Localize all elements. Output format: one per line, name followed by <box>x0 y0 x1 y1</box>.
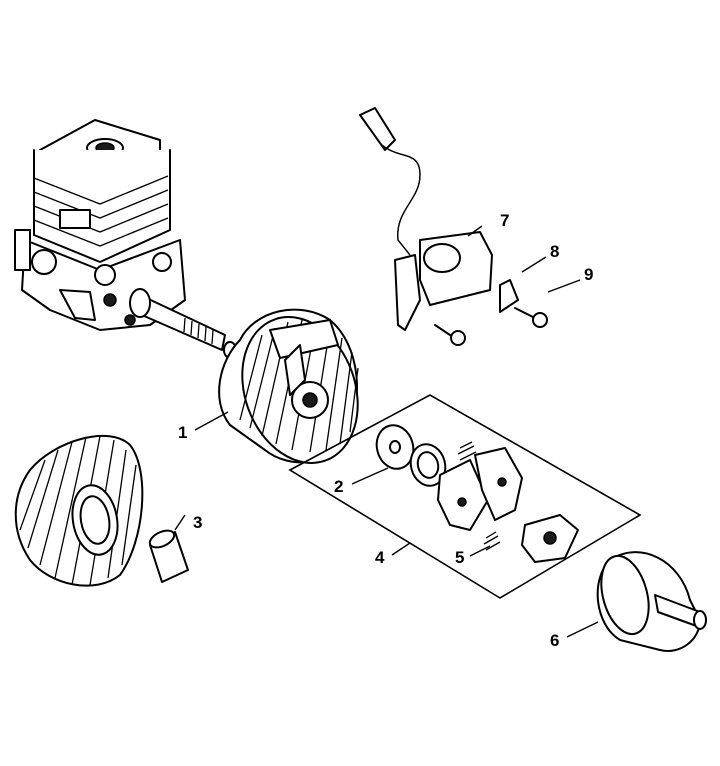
leader-lines <box>174 225 599 638</box>
callout-6: 6 <box>550 631 559 650</box>
screw-9 <box>514 307 548 328</box>
clutch-drum <box>596 551 707 652</box>
sleeve <box>148 529 189 583</box>
callout-8: 8 <box>550 242 559 261</box>
spring <box>483 531 501 551</box>
engine-block <box>14 119 186 331</box>
callout-5: 5 <box>455 548 464 567</box>
callout-1: 1 <box>178 423 187 442</box>
screw-7 <box>434 324 466 346</box>
callout-3: 3 <box>193 513 202 532</box>
callout-9: 9 <box>584 265 593 284</box>
clutch-shoes <box>437 447 523 531</box>
spring-top <box>457 441 477 461</box>
crankshaft <box>129 288 237 359</box>
callout-4: 4 <box>375 548 385 567</box>
callout-2: 2 <box>334 477 343 496</box>
washer <box>375 424 415 470</box>
fan-wheel <box>14 434 144 587</box>
flywheel <box>218 308 359 464</box>
callout-labels: 1 2 3 4 5 6 7 8 9 <box>178 211 593 650</box>
ring <box>409 443 447 487</box>
clutch-assembly-box <box>288 394 642 599</box>
callout-7: 7 <box>500 211 509 230</box>
ignition-module <box>359 107 519 331</box>
clutch-hub <box>521 514 579 563</box>
